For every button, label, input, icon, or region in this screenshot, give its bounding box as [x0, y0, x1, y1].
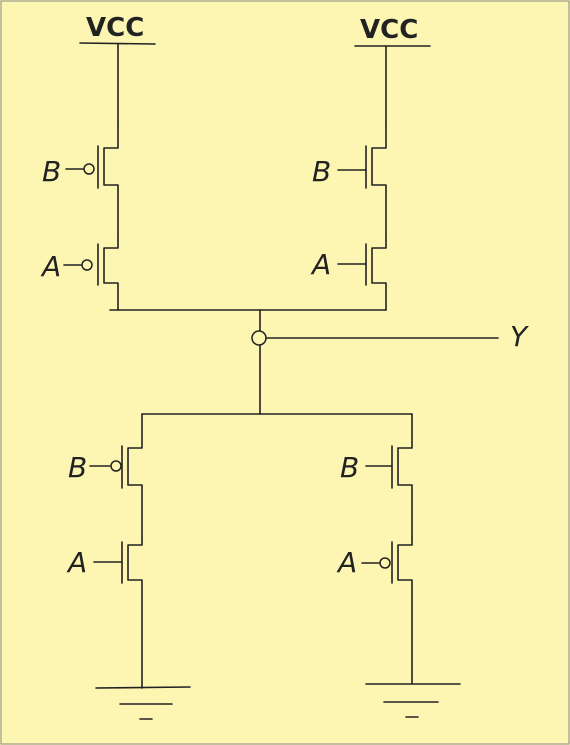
output-node [251, 330, 267, 346]
nmos-left-top-bubble [110, 460, 122, 472]
nmos-right-stack: B A [336, 413, 413, 685]
pmos-right-top-label: B [312, 155, 331, 188]
vcc-left: VCC [79, 13, 156, 123]
pmos-right-bottom-label: A [310, 248, 331, 281]
nmos-left-stack: B A [66, 413, 143, 689]
nmos-left-bottom-label: A [66, 546, 87, 579]
pmos-right-stack: B A [310, 121, 387, 311]
vcc-right-label: VCC [360, 15, 418, 45]
vcc-left-label: VCC [86, 13, 144, 43]
nmos-right-bottom-bubble [379, 557, 391, 569]
nmos-left-top-label: B [68, 451, 87, 484]
vcc-right: VCC [354, 15, 431, 123]
pmos-left-stack: B A [40, 121, 119, 311]
output-label: Y [510, 320, 529, 353]
ground-left [95, 686, 191, 720]
pmos-left-top-label: B [42, 155, 61, 188]
nmos-right-top-label: B [340, 451, 359, 484]
pmos-left-bottom-label: A [40, 250, 61, 283]
ground-right [365, 683, 461, 718]
nmos-right-bottom-label: A [336, 546, 357, 579]
pmos-left-bottom-bubble [81, 259, 93, 271]
pmos-left-top-bubble [83, 163, 95, 175]
